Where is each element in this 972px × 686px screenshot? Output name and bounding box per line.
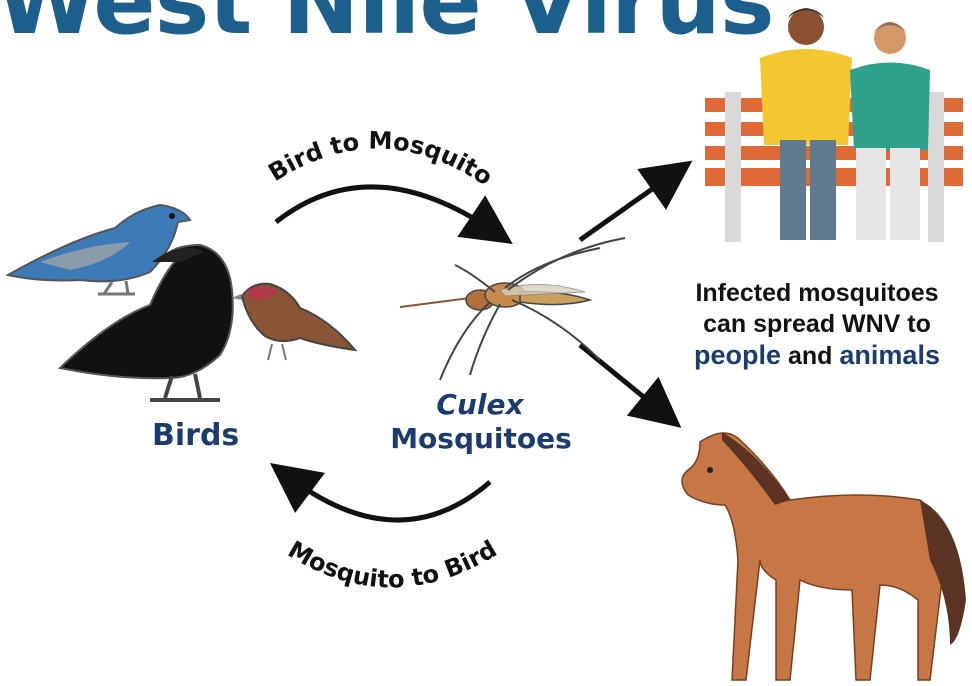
bird-to-mosquito-arrow [276,187,492,230]
and-word: and [788,342,832,370]
to-people-arrow [580,175,672,240]
people-term: people [694,340,781,370]
to-animals-arrow [580,345,662,412]
people-on-bench-icon [705,8,963,242]
culex-label: Culex [380,388,580,421]
transmission-line-2: can spread WNV to [652,309,972,340]
transmission-line-3: people and animals [652,340,972,372]
animals-term: animals [839,340,940,370]
finch-icon [232,284,355,360]
birds-label: Birds [152,418,262,453]
transmission-text: Infected mosquitoes can spread WNV to pe… [652,278,972,372]
mosquito-to-bird-arrow [290,478,490,520]
transmission-line-1: Infected mosquitoes [652,278,972,309]
bird-to-mosquito-label: Bird to Mosquito [264,127,498,192]
horse-icon [682,432,966,680]
mosquitoes-label: Mosquitoes [366,422,596,455]
mosquito-to-bird-label: Mosquito to Bird [283,535,501,594]
mosquito-icon [400,238,625,380]
